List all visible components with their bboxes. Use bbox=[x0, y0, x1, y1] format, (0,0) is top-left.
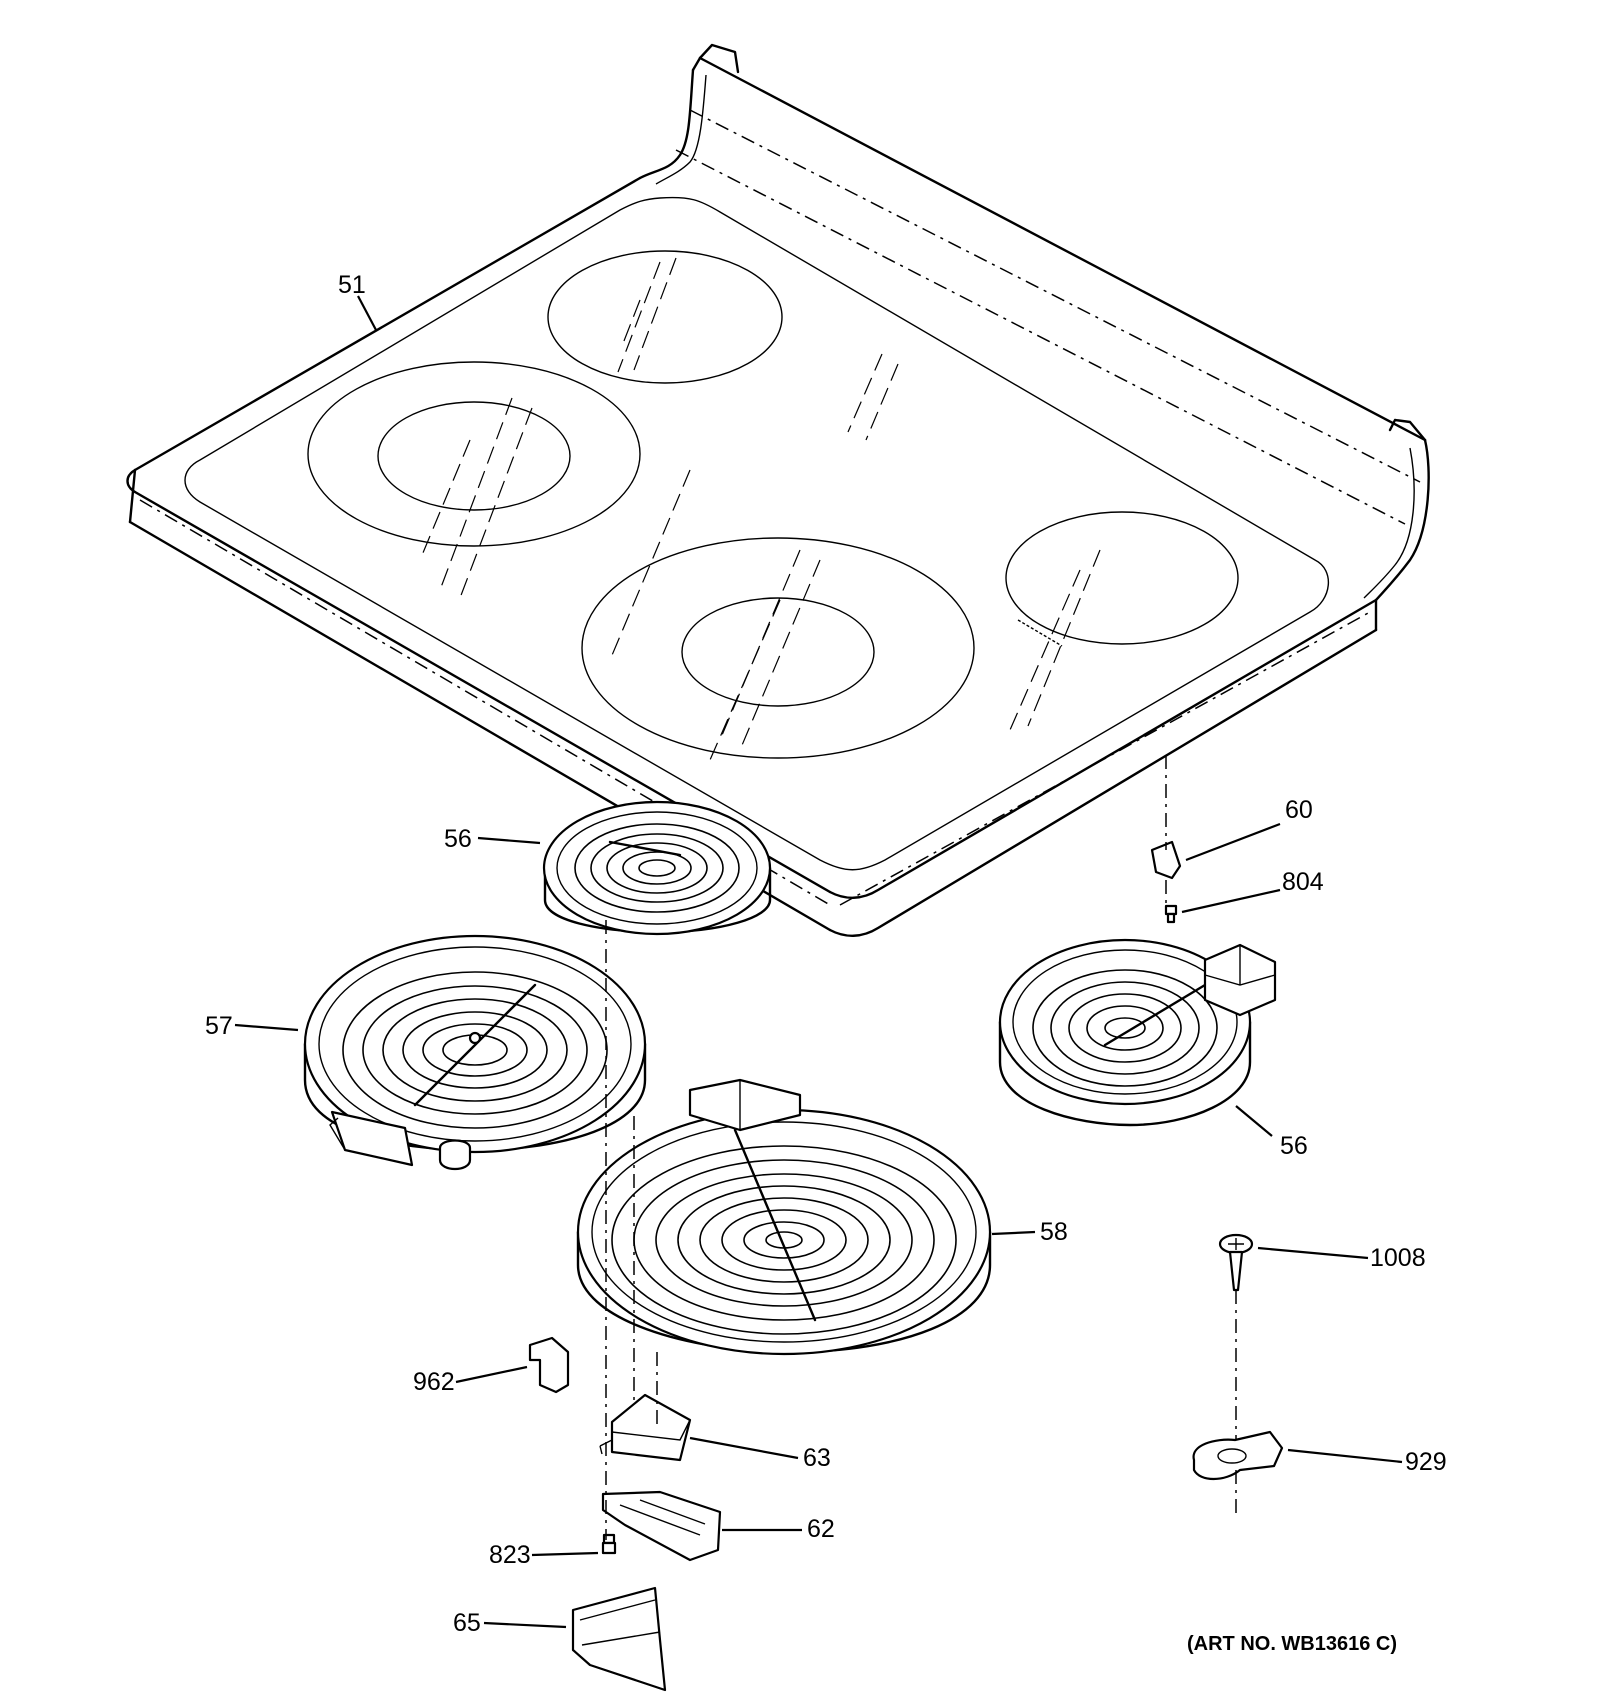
callout-65: 65 bbox=[453, 1609, 481, 1637]
part-1008-screw bbox=[1218, 1233, 1254, 1292]
burner-rings bbox=[307, 250, 1239, 761]
radiant-element-57 bbox=[303, 934, 647, 1171]
assembly-lines bbox=[605, 755, 1237, 1540]
callout-804: 804 bbox=[1282, 868, 1324, 896]
callout-1008: 1008 bbox=[1370, 1244, 1426, 1272]
callout-56-top: 56 bbox=[444, 825, 472, 853]
part-804-screw bbox=[1164, 904, 1178, 924]
callout-56-right: 56 bbox=[1280, 1132, 1308, 1160]
radiant-element-56-right bbox=[998, 938, 1277, 1127]
callout-58: 58 bbox=[1040, 1218, 1068, 1246]
part-62-bracket bbox=[601, 1490, 722, 1562]
part-823-screw bbox=[601, 1533, 617, 1555]
callout-51: 51 bbox=[338, 271, 366, 299]
radiant-element-56-small bbox=[542, 800, 772, 936]
radiant-element-58 bbox=[576, 1078, 992, 1356]
part-60-clip bbox=[1150, 840, 1182, 880]
cooktop-glass bbox=[126, 43, 1430, 937]
callout-929: 929 bbox=[1405, 1448, 1447, 1476]
callout-823: 823 bbox=[489, 1541, 531, 1569]
part-63-bracket bbox=[599, 1393, 692, 1462]
callout-962: 962 bbox=[413, 1368, 455, 1396]
art-number: (ART NO. WB13616 C) bbox=[1187, 1633, 1397, 1655]
callouts: 51 56 57 56 58 60 804 1008 929 962 63 62 bbox=[205, 271, 1447, 1637]
callout-63: 63 bbox=[803, 1444, 831, 1472]
part-65-bracket bbox=[571, 1586, 667, 1692]
callout-60: 60 bbox=[1285, 796, 1313, 824]
part-929-bracket bbox=[1192, 1430, 1284, 1481]
callout-62: 62 bbox=[807, 1515, 835, 1543]
part-962-clip bbox=[528, 1336, 570, 1394]
callout-57: 57 bbox=[205, 1012, 233, 1040]
